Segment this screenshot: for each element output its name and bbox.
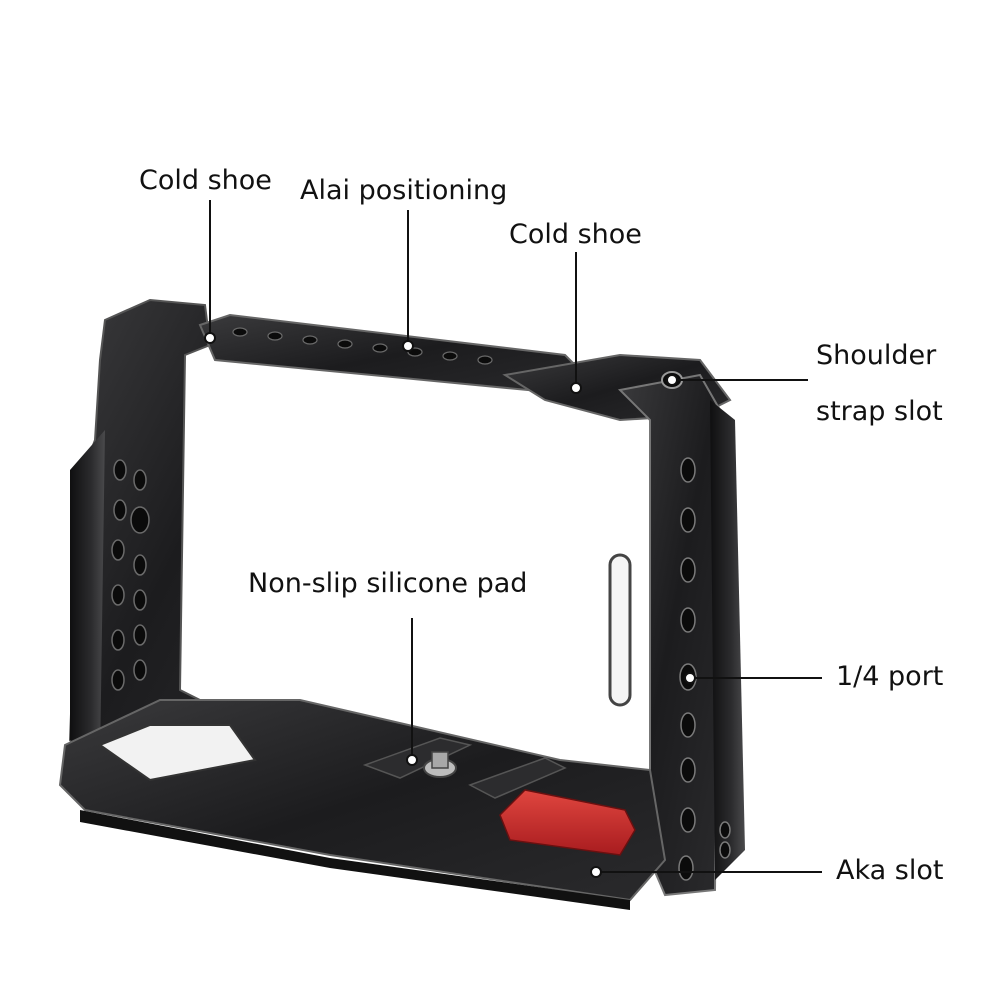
left-frame-holes: [111, 459, 150, 691]
marker-quarter-port: [684, 672, 696, 684]
label-shoulder-strap-line2: strap slot: [816, 396, 943, 427]
marker-shoulder-strap: [666, 374, 678, 386]
label-quarter-port: 1/4 port: [836, 661, 944, 692]
side-slot: [608, 553, 632, 707]
base-cutout: [97, 724, 257, 782]
label-cold-shoe-right: Cold shoe: [509, 219, 642, 250]
marker-alai-positioning: [402, 340, 414, 352]
silicone-pad-right: [468, 757, 567, 799]
cage-left-frame: [68, 298, 307, 767]
marker-cold-shoe-right: [570, 382, 582, 394]
marker-aka-slot: [590, 866, 602, 878]
label-alai-positioning: Alai positioning: [300, 175, 508, 206]
marker-silicone-pad: [406, 754, 418, 766]
marker-cold-shoe-left: [204, 332, 216, 344]
top-bar-holes: [232, 327, 493, 365]
label-non-slip-pad: Non-slip silicone pad: [248, 568, 528, 599]
label-shoulder-strap-line1: Shoulder: [816, 340, 937, 371]
label-aka-slot: Aka slot: [836, 855, 944, 886]
cage-right-side: [710, 400, 745, 880]
leader-lines: [209, 200, 822, 873]
cage-left-side: [70, 430, 105, 760]
label-cold-shoe-left: Cold shoe: [139, 165, 272, 196]
red-quick-release-pad: [499, 789, 636, 856]
